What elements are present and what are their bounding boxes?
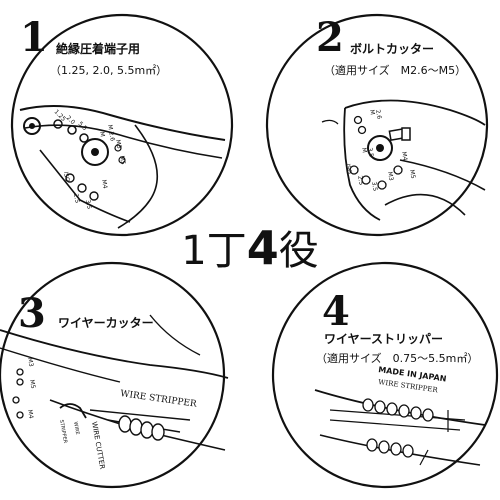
label-3-5: 3.5 bbox=[84, 199, 93, 210]
label-wire-stripper: WIRE STRIPPER bbox=[120, 389, 198, 410]
wire-cutter-illustration: M3 M5 M4 WIRE STRIPPER WIRE CUTTER STRIP… bbox=[0, 261, 229, 489]
item-number-1: 1 bbox=[20, 14, 48, 61]
label-m3: M3 bbox=[386, 171, 394, 181]
label-m4: M4 bbox=[400, 151, 408, 161]
bolt-cutter-illustration: M 2.6 M 3.5 M4 ISO 2.5 3.5 M3 M5 bbox=[265, 13, 489, 237]
label-m4: M4 bbox=[100, 179, 108, 189]
label-m5: M5 bbox=[408, 169, 416, 179]
headline-big: 4 bbox=[246, 221, 279, 275]
label-m3: M3 bbox=[26, 357, 34, 367]
label-wire-vert: WIRE bbox=[72, 421, 80, 435]
label-m26: M 2.6 bbox=[106, 124, 116, 142]
label-m: M bbox=[98, 131, 106, 137]
label-iso: ISO bbox=[344, 163, 353, 175]
panel-crimp-terminal: 1.25 2.0 5.5 M M 2.6 M3 M5 ISO M4 2.5 3.… bbox=[0, 0, 250, 250]
label-5-5: 5.5 bbox=[77, 120, 89, 132]
label-3-5: 3.5 bbox=[366, 147, 375, 158]
label-2-5: 2.5 bbox=[356, 175, 365, 186]
item-sub-2: （適用サイズ M2.6〜M5） bbox=[324, 64, 467, 77]
label-stripper-vert: STRIPPER bbox=[58, 419, 68, 444]
label-2-0: 2.0 bbox=[65, 114, 77, 126]
label-2-6: 2.6 bbox=[374, 109, 383, 120]
label-wire-cutter: WIRE CUTTER bbox=[90, 421, 106, 470]
panel-bolt-cutter: M 2.6 M 3.5 M4 ISO 2.5 3.5 M3 M5 2 ボルトカッ… bbox=[250, 0, 500, 250]
label-m5: M5 bbox=[118, 155, 126, 165]
item-title-3: ワイヤーカッター bbox=[58, 316, 154, 330]
item-sub-4: （適用サイズ 0.75〜5.5m㎡） bbox=[316, 352, 479, 365]
item-number-4: 4 bbox=[322, 288, 350, 335]
item-sub-1: （1.25, 2.0, 5.5m㎡） bbox=[50, 64, 168, 77]
label-m3: M3 bbox=[114, 139, 122, 149]
headline-count: 1 bbox=[181, 228, 207, 274]
label-m4: M4 bbox=[26, 409, 34, 419]
item-number-3: 3 bbox=[18, 290, 46, 337]
item-number-2: 2 bbox=[316, 14, 344, 61]
wire-stripper-illustration: MADE IN JAPAN WIRE STRIPPER bbox=[271, 261, 499, 489]
label-m-b: M bbox=[360, 147, 368, 153]
label-iso: ISO bbox=[62, 171, 71, 183]
panel-wire-stripper: MADE IN JAPAN WIRE STRIPPER 4 ワイヤーストリッパー… bbox=[250, 260, 500, 500]
label-m: M bbox=[368, 109, 376, 115]
item-title-4: ワイヤーストリッパー bbox=[324, 332, 444, 346]
label-2-5: 2.5 bbox=[72, 193, 81, 204]
item-title-1: 絶縁圧着端子用 bbox=[56, 42, 141, 56]
headline-suffix: 役 bbox=[278, 228, 319, 274]
panel-wire-cutter: M3 M5 M4 WIRE STRIPPER WIRE CUTTER STRIP… bbox=[0, 260, 250, 500]
headline: 1丁4役 bbox=[0, 225, 500, 274]
item-title-2: ボルトカッター bbox=[350, 42, 435, 56]
label-m5: M5 bbox=[28, 379, 36, 389]
crimp-terminal-illustration: 1.25 2.0 5.5 M M 2.6 M3 M5 ISO M4 2.5 3.… bbox=[10, 13, 234, 237]
label-3-5b: 3.5 bbox=[370, 181, 379, 192]
headline-unit: 丁 bbox=[206, 228, 247, 274]
